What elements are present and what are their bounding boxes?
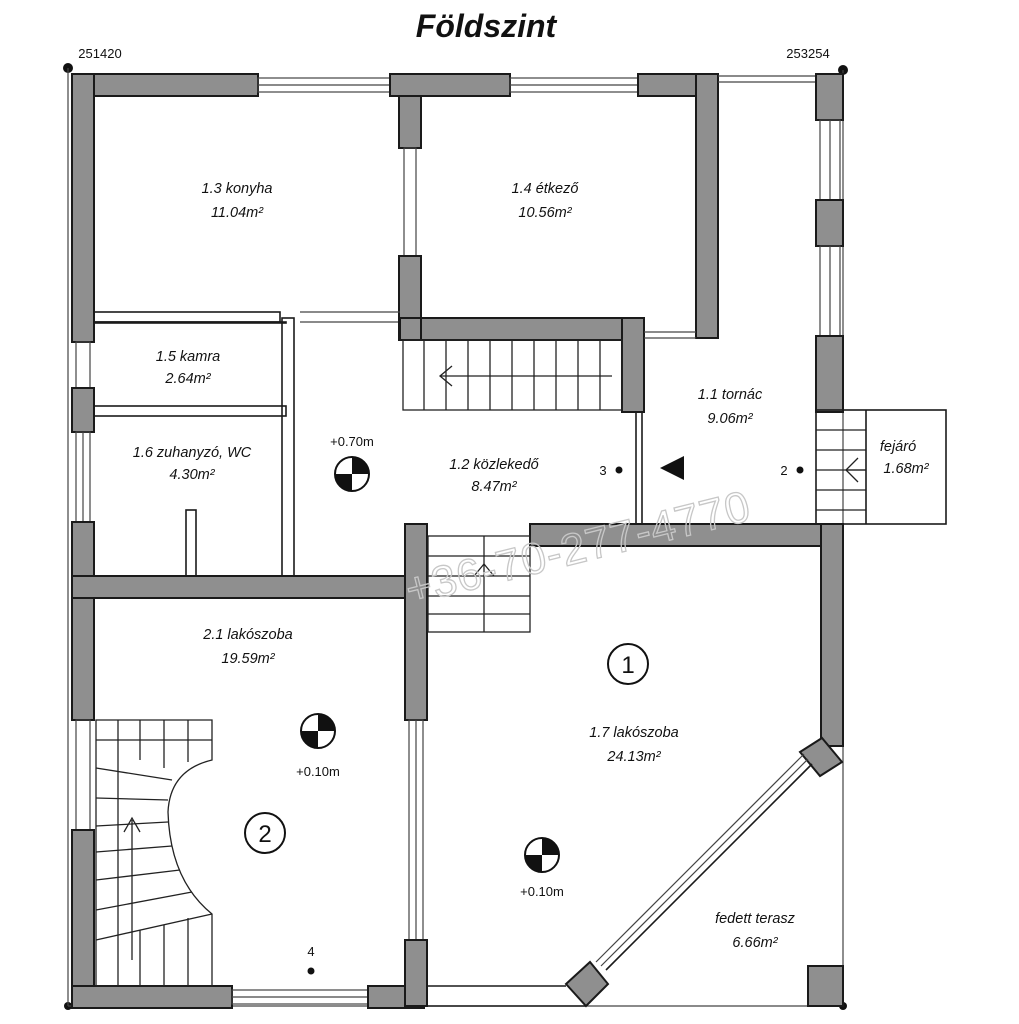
unit-1-circle [607,643,649,685]
point-3-label: 3 [599,463,606,478]
room-etkezo-name: 1.4 étkező [512,181,580,197]
level-marker-icon [300,713,336,749]
stairs-fejaro [816,429,866,511]
level-lakoszoba21: +0.10m [296,764,340,779]
plan-title: Földszint [416,8,558,44]
point-3-dot [615,466,623,474]
room-lakoszoba17-name: 1.7 lakószoba [589,725,678,741]
point-2-dot [796,466,804,474]
room-etkezo-area: 10.56m² [518,205,572,221]
diagonal-glass-wall [605,763,813,971]
room-kozlekedo-name: 1.2 közlekedő [449,457,539,473]
room-lakoszoba21-name: 2.1 lakószoba [202,627,292,643]
stairs-spiral [95,719,213,987]
room-tornac-name: 1.1 tornác [698,387,763,403]
room-lakoszoba17-area: 24.13m² [606,749,661,765]
level-marker-icon [334,456,370,492]
unit-2-circle [244,812,286,854]
room-fejaro-area: 1.68m² [883,461,929,477]
level-lakoszoba17: +0.10m [520,884,564,899]
room-terasz-name: fedett terasz [715,911,796,927]
room-kamra-name: 1.5 kamra [156,349,220,365]
phone-watermark: +36-70-277-4770 [401,482,756,615]
room-terasz-area: 6.66m² [732,935,778,951]
point-4-dot [307,967,315,975]
point-2-label: 2 [780,463,787,478]
room-zuhanyzo-area: 4.30m² [169,467,215,483]
room-kozlekedo-area: 8.47m² [471,479,517,495]
walls [71,73,844,1009]
room-tornac-area: 9.06m² [707,411,753,427]
entry-arrow-icon [660,456,684,480]
room-fejaro-name: fejáró [880,439,916,455]
room-konyha-name: 1.3 konyha [202,181,273,197]
room-konyha-area: 11.04m² [211,205,264,221]
coord-left-label: 251420 [78,46,121,61]
room-zuhanyzo-name: 1.6 zuhanyzó, WC [133,445,252,461]
point-4-label: 4 [307,944,314,959]
interior-walls [71,95,947,1007]
unit-1-label: 1 [621,652,634,679]
unit-2-label: 2 [258,821,271,848]
level-marker-icon [524,837,560,873]
stairs-upper [402,339,623,411]
level-kozlekedo: +0.70m [330,434,374,449]
coord-right-label: 253254 [786,46,829,61]
room-lakoszoba21-area: 19.59m² [221,651,275,667]
room-kamra-area: 2.64m² [164,371,211,387]
stairs-middle [427,535,531,633]
